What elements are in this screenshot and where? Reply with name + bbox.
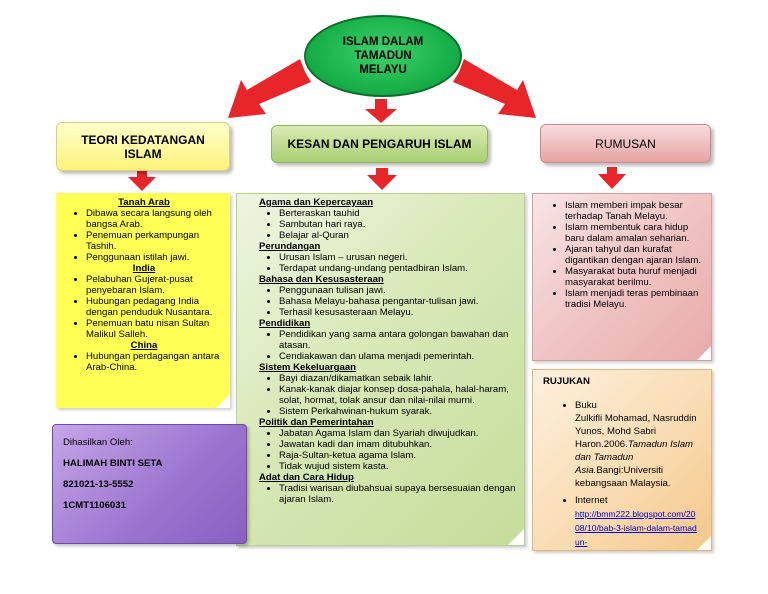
theory-item: Penemuan batu nisan Sultan Malikul Salle… xyxy=(86,318,222,340)
theory-item: Penemuan perkampungan Tashih. xyxy=(86,230,222,252)
effect-heading: Perundangan xyxy=(259,241,321,252)
effect-heading: Sistem Kekeluargaan xyxy=(259,362,357,373)
effect-item: Jabatan Agama Islam dan Syariah diwujudk… xyxy=(279,428,516,439)
arrow-down-middle xyxy=(367,168,397,190)
effect-item: Tidak wujud sistem kasta. xyxy=(279,461,516,472)
effect-item: Jawatan kadi dan imam ditubuhkan. xyxy=(279,439,516,450)
arrow-to-middle-header xyxy=(365,99,397,123)
references-title: RUJUKAN xyxy=(543,376,590,387)
references-panel: RUJUKAN Buku Zulkifli Mohamad, Nasruddin… xyxy=(532,369,712,551)
reference-book-text: Zulkifli Mohamad, Nasruddin Yunos, Mohd … xyxy=(575,413,697,450)
summary-item: Islam membentuk cara hidup baru dalam am… xyxy=(565,222,705,244)
summary-panel: Islam memberi impak besar terhadap Tanah… xyxy=(532,193,712,361)
page-fold xyxy=(216,394,230,408)
theory-heading: China xyxy=(130,340,158,351)
theories-panel: Tanah Arab Dibawa secara langsung oleh b… xyxy=(56,193,230,408)
page-fold xyxy=(508,529,524,545)
title-oval: ISLAM DALAM TAMADUN MELAYU xyxy=(304,15,462,97)
effect-item: Pendidikan yang sama antara golongan baw… xyxy=(279,329,516,351)
theory-item: Pelabuhan Gujerat-pusat penyebaran Islam… xyxy=(86,274,222,296)
theory-item: Penggunaan istilah jawi. xyxy=(86,252,222,263)
summary-item: Islam memberi impak besar terhadap Tanah… xyxy=(565,200,705,222)
effect-item: Berteraskan tauhid xyxy=(279,208,516,219)
header-summary: RUMUSAN xyxy=(540,124,711,163)
arrow-to-right-header xyxy=(453,59,536,118)
theory-heading: India xyxy=(132,263,156,274)
effect-item: Tradisi warisan diubahsuai supaya berses… xyxy=(279,483,516,505)
effect-item: Kanak-kanak diajar konsep dosa-pahala, h… xyxy=(279,384,516,406)
reference-internet-label: Internet xyxy=(575,495,608,506)
author-id: 1CMT1106031 xyxy=(63,500,126,511)
summary-item: Masyarakat buta huruf menjadi masyarakat… xyxy=(565,266,705,288)
effect-item: Penggunaan tulisan jawi. xyxy=(279,285,516,296)
arrow-down-right xyxy=(598,167,626,189)
theory-item: Hubungan pedagang India dengan penduduk … xyxy=(86,296,222,318)
reference-book: Buku Zulkifli Mohamad, Nasruddin Yunos, … xyxy=(575,399,705,490)
reference-link[interactable]: http://bmm222.blogspot.com/2008/10/bab-3… xyxy=(575,509,697,547)
theory-heading: Tanah Arab xyxy=(118,197,170,208)
author-name: HALIMAH BINTI SETA xyxy=(63,458,163,469)
page-fold xyxy=(697,536,711,550)
effect-item: Bahasa Melayu-bahasa pengantar-tulisan j… xyxy=(279,296,516,307)
arrow-down-left xyxy=(128,171,156,191)
effect-heading: Pendidikan xyxy=(259,318,311,329)
header-summary-label: RUMUSAN xyxy=(595,136,656,151)
effect-heading: Politik dan Pemerintahan xyxy=(259,417,374,428)
effects-panel: Agama dan Kepercayaan Berteraskan tauhid… xyxy=(236,193,525,546)
reference-book-title: Tamadun Islam dan Tamadun Asia. xyxy=(575,439,694,476)
header-theories: TEORI KEDATANGAN ISLAM xyxy=(56,122,230,171)
reference-internet: Internet http://bmm222.blogspot.com/2008… xyxy=(575,494,705,549)
effect-heading: Bahasa dan Kesusasteraan xyxy=(259,274,384,285)
effect-item: Terdapat undang-undang pentadbiran Islam… xyxy=(279,263,516,274)
effect-item: Sistem Perkahwinan-hukum syarak. xyxy=(279,406,516,417)
effect-item: Urusan Islam – urusan negeri. xyxy=(279,252,516,263)
header-effects-label: KESAN DAN PENGARUH ISLAM xyxy=(287,137,472,151)
effect-item: Raja-Sultan-ketua agama Islam. xyxy=(279,450,516,461)
reference-book-label: Buku xyxy=(575,400,597,411)
effect-item: Terhasil kesusasteraan Melayu. xyxy=(279,307,516,318)
effect-item: Bayi diazan/dikamatkan sebaik lahir. xyxy=(279,373,516,384)
header-effects: KESAN DAN PENGARUH ISLAM xyxy=(271,125,488,163)
arrow-to-left-header xyxy=(228,59,311,118)
main-title: ISLAM DALAM TAMADUN MELAYU xyxy=(342,36,424,76)
author-ic: 821021-13-5552 xyxy=(63,479,134,490)
effect-item: Cendiakawan dan ulama menjadi pemerintah… xyxy=(279,351,516,362)
page-fold xyxy=(697,346,711,360)
effect-item: Belajar al-Quran xyxy=(279,230,516,241)
effect-heading: Agama dan Kepercayaan xyxy=(259,197,374,208)
author-panel: Dihasilkan Oleh: HALIMAH BINTI SETA 8210… xyxy=(52,424,247,544)
header-theories-label: TEORI KEDATANGAN ISLAM xyxy=(81,132,205,161)
theory-item: Hubungan perdagangan antara Arab-China. xyxy=(86,351,222,373)
effect-item: Sambutan hari raya. xyxy=(279,219,516,230)
summary-item: Islam menjadi teras pembinaan tradisi Me… xyxy=(565,288,705,310)
effect-heading: Adat dan Cara Hidup xyxy=(259,472,354,483)
reference-book-publisher: Bangi:Universiti kebangsaan Malaysia. xyxy=(575,465,671,489)
summary-item: Ajaran tahyul dan kurafat digantikan den… xyxy=(565,244,705,266)
author-label: Dihasilkan Oleh: xyxy=(63,437,133,448)
theory-item: Dibawa secara langsung oleh bangsa Arab. xyxy=(86,208,222,230)
